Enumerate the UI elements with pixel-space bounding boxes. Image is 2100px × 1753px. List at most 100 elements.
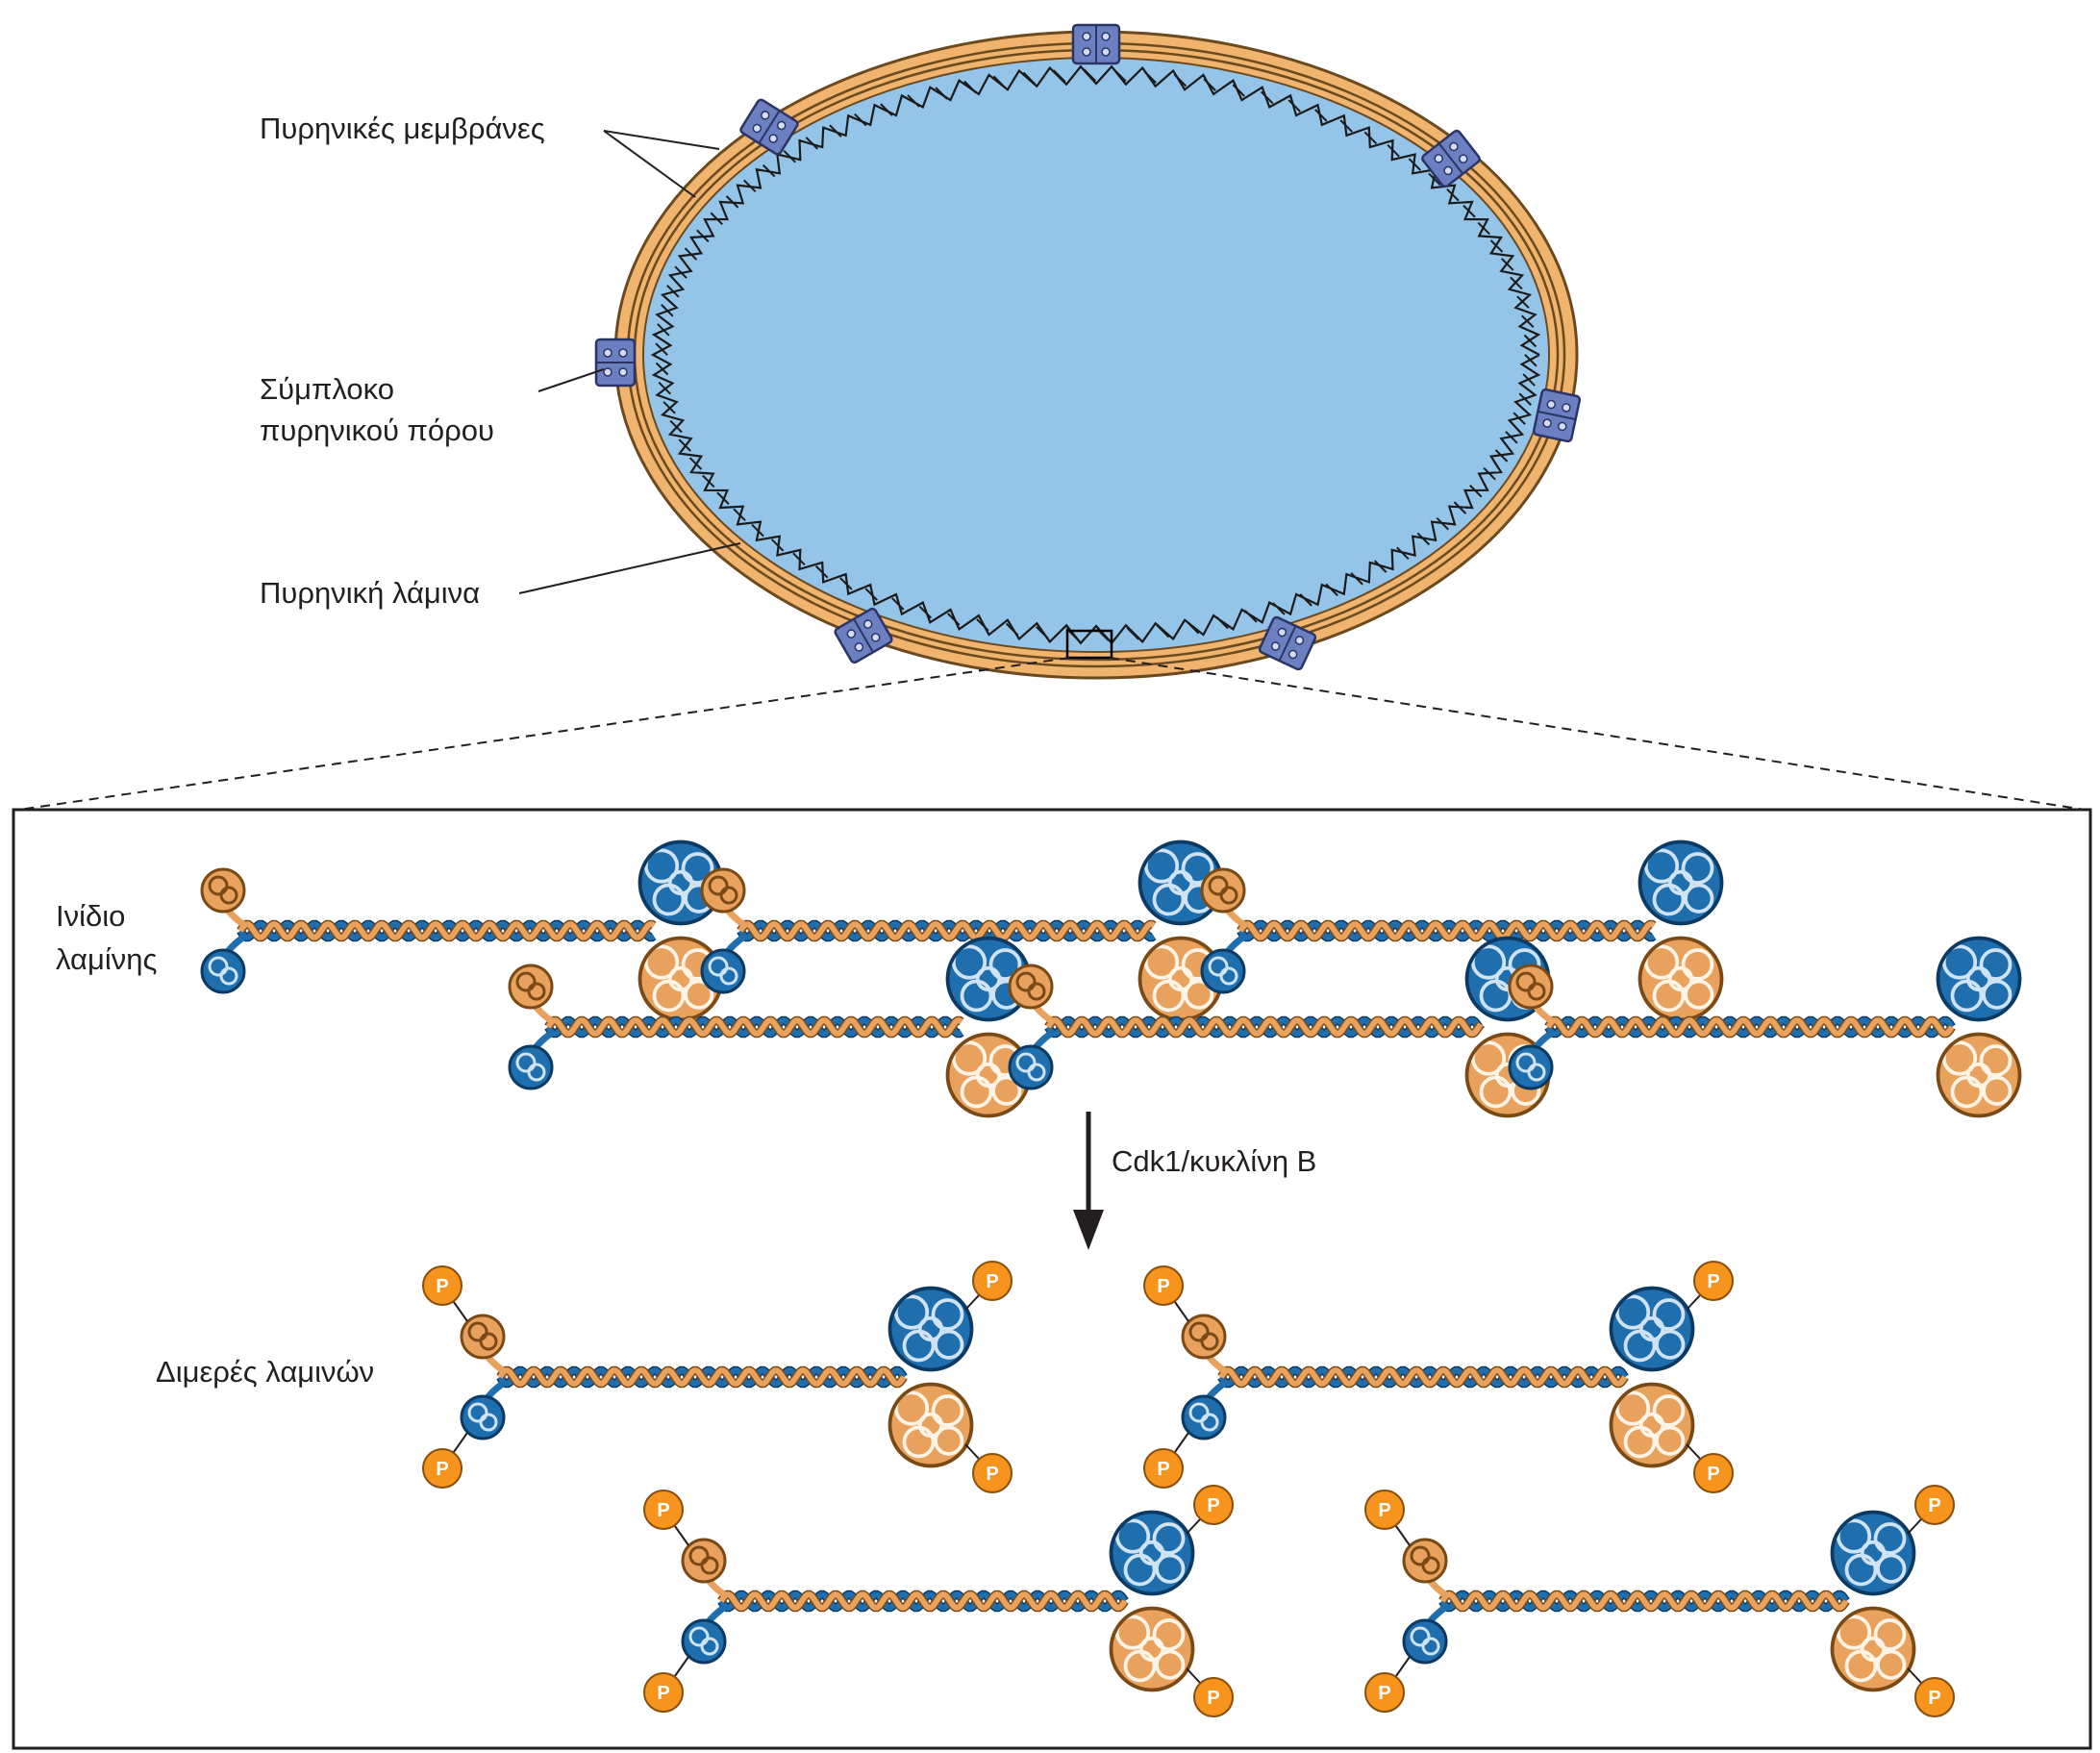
phosphate-group: P — [643, 1490, 684, 1530]
phosphate-group: P — [1364, 1490, 1405, 1530]
lamina-tick — [1005, 622, 1019, 637]
lamina-tick — [963, 80, 977, 94]
lamina-tick — [1505, 431, 1518, 444]
phosphate-group: P — [1693, 1453, 1734, 1493]
phosphate-label: P — [1928, 1495, 1940, 1516]
coiled-coil-rod — [1044, 1015, 1485, 1039]
lamin-dimer: P P P P — [1364, 1485, 1955, 1717]
lamina-tick — [688, 457, 703, 470]
lamina-tick — [1494, 449, 1509, 463]
nuclear-pore-complex — [594, 338, 637, 388]
lamina-tick — [1350, 572, 1363, 586]
lamina-tick — [674, 265, 688, 279]
lamina-tick — [935, 87, 948, 100]
lamina-tick — [684, 247, 698, 261]
lamina-tick — [1521, 314, 1535, 328]
lamina-tick — [1489, 239, 1504, 253]
lamin-tail-blue — [1008, 1044, 1054, 1090]
lamina-tick — [1156, 624, 1170, 639]
lamina-tick — [1501, 258, 1514, 271]
lamina-tick — [666, 285, 680, 298]
lamina-tick — [1339, 119, 1353, 133]
coiled-coil-rod — [496, 1365, 908, 1389]
zoom-projection-lines — [18, 657, 2086, 811]
lamina-tick — [1436, 517, 1449, 531]
phosphate-group: P — [1914, 1677, 1955, 1717]
phosphate-label: P — [1157, 1459, 1169, 1480]
lamin-tail-blue — [460, 1394, 506, 1440]
lamina-tick — [1325, 583, 1338, 597]
lamin-filaments — [200, 839, 2022, 1118]
coiled-coil-rod — [717, 1590, 1129, 1613]
lamina-tick — [657, 323, 670, 337]
lamina-tick — [1462, 205, 1476, 218]
lamina-tick — [783, 150, 796, 163]
phosphate-label: P — [436, 1459, 448, 1480]
phosphate-group: P — [1364, 1672, 1405, 1713]
lamin-tail-orange — [1508, 964, 1554, 1010]
label-pore-complex-line2: πυρηνικού πόρου — [260, 413, 494, 447]
lamina-tick — [1232, 84, 1245, 97]
lamin-tail-blue — [1508, 1044, 1554, 1090]
lamin-head-blue — [1936, 936, 2022, 1022]
nuclear-lamina-meshwork — [650, 64, 1541, 645]
lamina-tick — [880, 103, 893, 116]
lamina-tick — [1186, 621, 1200, 635]
lamina-tick — [1203, 78, 1216, 91]
coiled-coil-rod — [237, 919, 657, 942]
lamina-tick — [716, 491, 730, 505]
lamin-head-blue — [1609, 1286, 1695, 1372]
phosphate-label: P — [436, 1276, 448, 1297]
coiled-coil-rod — [544, 1015, 964, 1039]
lamin-head-orange — [1936, 1032, 2022, 1118]
lamin-tail-orange — [460, 1314, 506, 1360]
phosphate-label: P — [1707, 1271, 1719, 1292]
lamin-tail-orange — [508, 964, 554, 1010]
lamina-tick — [1083, 68, 1096, 82]
lamina-tick — [1416, 532, 1431, 546]
lamina-tick — [669, 419, 683, 434]
lamina-tick — [658, 382, 671, 395]
phosphate-label: P — [1378, 1500, 1390, 1521]
lamina-tick — [829, 124, 842, 138]
lamina-tick — [1053, 69, 1066, 83]
lamina-tick — [1483, 466, 1496, 481]
lamina-tick — [1299, 593, 1312, 607]
nuclear-pore-complex — [1532, 388, 1582, 443]
lamin-tail-orange — [1008, 964, 1054, 1010]
phosphate-group: P — [422, 1448, 462, 1489]
lamina-tick — [1408, 158, 1422, 171]
lamina-tick — [1036, 626, 1049, 639]
lamin-head-orange — [1609, 1382, 1695, 1468]
lamina-tick — [661, 304, 674, 317]
lamina-tick — [864, 588, 878, 601]
lamina-tick — [743, 179, 757, 192]
lamin-tail-blue — [1402, 1618, 1448, 1665]
lamina-tick — [854, 113, 867, 127]
label-lamin-dimers: Διμερές λαμινών — [156, 1355, 374, 1389]
lamin-tail-blue — [700, 948, 746, 994]
lamin-tail-blue — [681, 1618, 727, 1665]
lamina-tick — [1516, 295, 1530, 309]
lamina-tick — [891, 597, 905, 611]
lamin-tail-blue — [1200, 948, 1246, 994]
phosphate-group: P — [972, 1453, 1012, 1493]
lamina-tick — [1260, 90, 1274, 105]
phosphate-label: P — [1928, 1688, 1940, 1709]
coiled-coil-rod — [1544, 1015, 1956, 1039]
coiled-coil-rod — [1237, 919, 1657, 942]
phosphate-label: P — [986, 1464, 998, 1485]
lamina-tick — [814, 564, 829, 579]
lamina-tick — [710, 212, 723, 225]
lamin-tail-blue — [508, 1044, 554, 1090]
phosphate-group: P — [1193, 1485, 1234, 1525]
lamina-tick — [1477, 221, 1490, 236]
lamina-zigzag — [650, 64, 1541, 645]
lamin-tail-orange — [200, 867, 246, 914]
label-pore-complex-line1: Σύμπλοκο — [260, 372, 394, 406]
lamin-tail-blue — [200, 948, 246, 994]
lamina-tick — [655, 342, 668, 356]
lamin-tail-orange — [1402, 1538, 1448, 1584]
lamina-tick — [839, 577, 853, 590]
